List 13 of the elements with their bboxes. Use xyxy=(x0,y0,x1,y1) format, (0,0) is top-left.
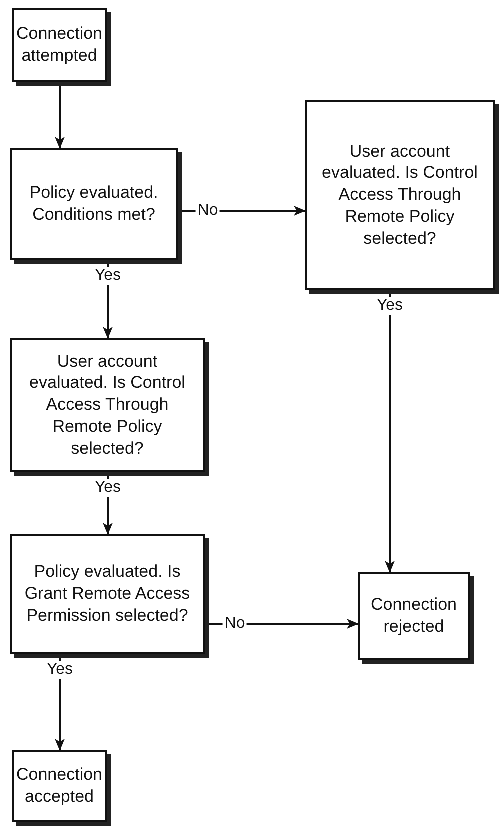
box-text: Policy evaluated. Conditions met? xyxy=(28,182,160,226)
box-text: Connection attempted xyxy=(16,23,103,67)
arrow xyxy=(385,294,395,573)
box-text: Policy evaluated. Is Grant Remote Access Permission selected? xyxy=(24,561,192,627)
edge-label: Yes xyxy=(44,661,76,679)
arrow xyxy=(55,86,65,149)
box-text: Connection accepted xyxy=(16,764,103,808)
edge-label: Yes xyxy=(92,267,124,285)
box-text: User account evaluated. Is Control Access Through Remote Policy selected? xyxy=(28,350,186,460)
edge-label: Yes xyxy=(92,479,124,497)
box-text: Connection rejected xyxy=(370,594,458,638)
edge-label: Yes xyxy=(374,297,406,315)
box-text: User account evaluated. Is Control Access Through Remote Policy selected? xyxy=(321,140,479,250)
